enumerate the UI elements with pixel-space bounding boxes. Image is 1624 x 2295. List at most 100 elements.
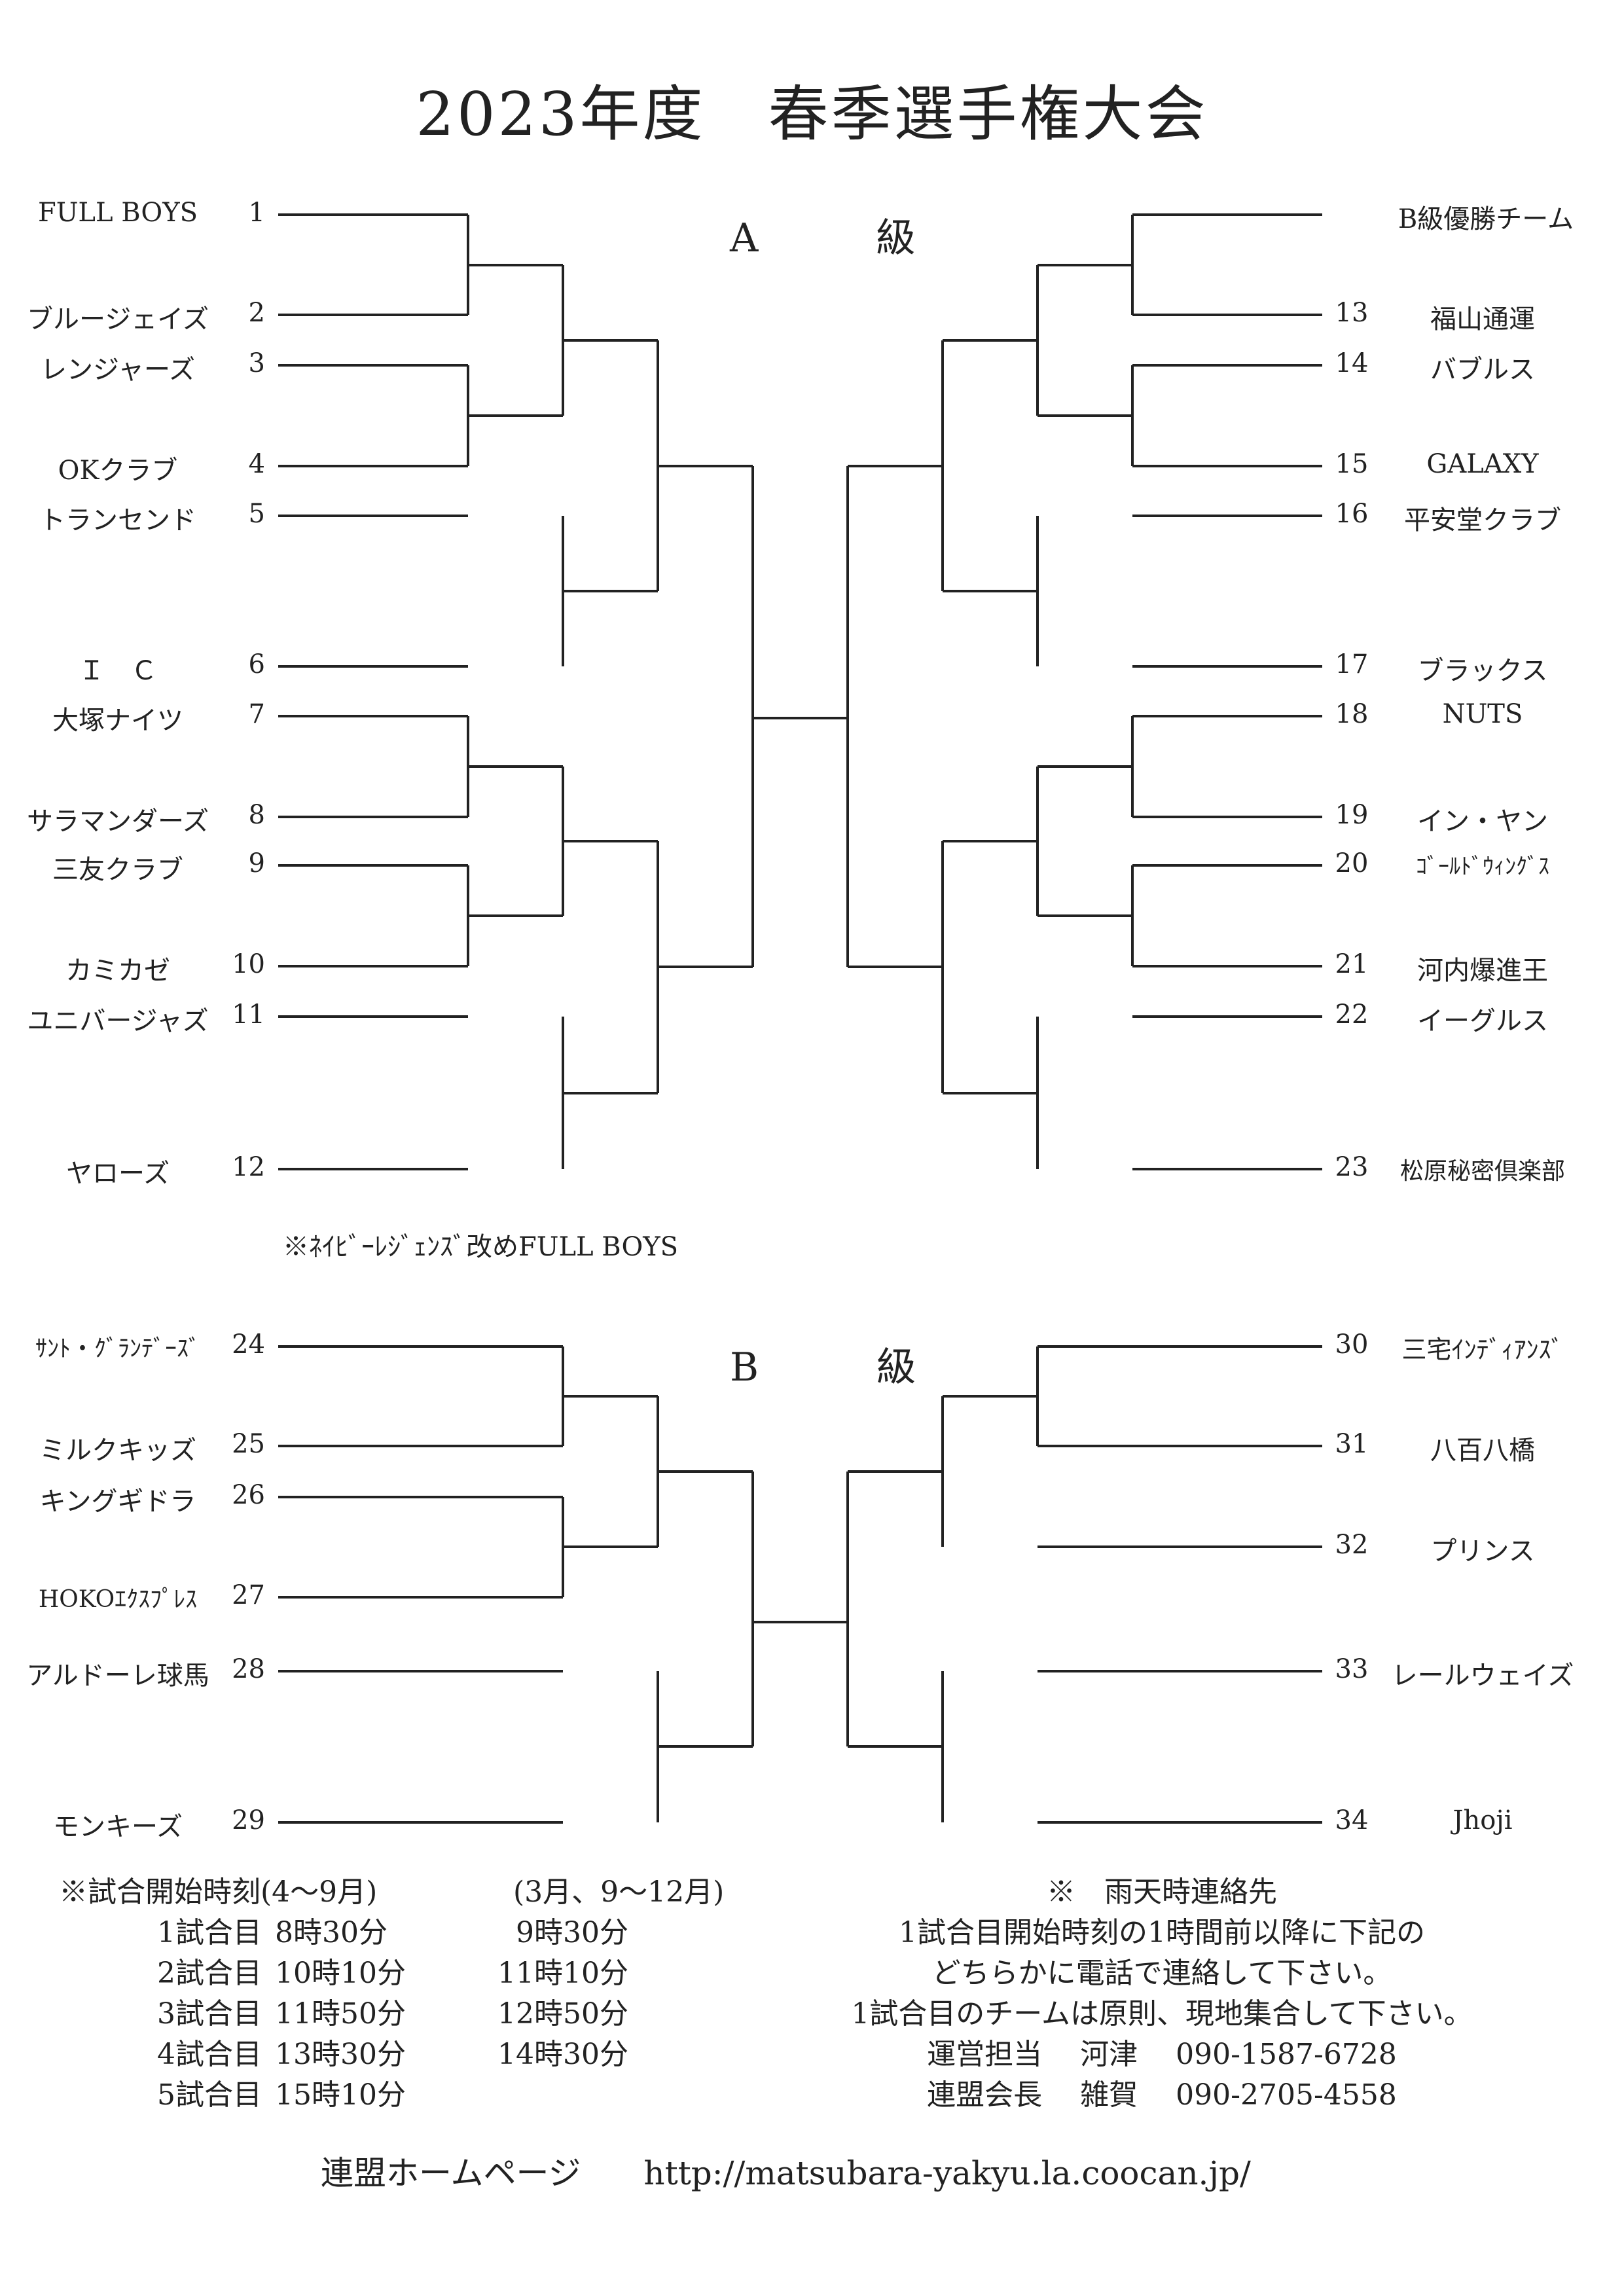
team-name-left: OKクラブ [58,456,178,486]
game-label: 3試合目 [157,1997,262,2031]
game-label: 1試合目 [157,1916,262,1949]
time-main: 10時10分 [275,1957,406,1990]
schedule-row: 1試合目 8時30分 9時30分 [59,1913,724,1953]
team-name-left: ブルージェイズ [27,304,209,334]
team-name-left: 大塚ナイツ [52,706,183,736]
team-number-left: 26 [232,1480,265,1510]
team-name-right: レールウェイズ [1391,1661,1574,1691]
time-main: 11時50分 [275,1997,406,2031]
game-label: 2試合目 [157,1957,262,1990]
team-name-left: キングギドラ [39,1487,196,1517]
schedule-row: 5試合目 15時10分 [59,2075,724,2116]
a-class-title: A 級 [730,215,955,261]
time-alt: 14時30分 [497,2038,628,2071]
schedule-row: 2試合目 10時10分 11時10分 [59,1953,724,1994]
team-number-right: 34 [1335,1805,1369,1835]
time-main: 8時30分 [275,1916,388,1949]
time-alt: 12時50分 [497,1997,628,2031]
time-main: 13時30分 [275,2038,406,2071]
team-name-left: 三友クラブ [52,855,183,885]
team-name-left: アルドーレ球馬 [26,1661,209,1691]
footer: 連盟ホームページ http://matsubara-yakyu.la.cooca… [321,2147,1251,2194]
team-name-right: ブラックス [1417,656,1548,686]
time-alt: 9時30分 [516,1916,628,1949]
time-main: 15時10分 [275,2078,406,2112]
team-name-right: 平安堂クラブ [1404,505,1561,535]
team-name-right: バブルス [1430,355,1535,385]
team-name-right: ｺﾞｰﾙﾄﾞｳｨﾝｸﾞｽ [1416,854,1549,880]
game-label: 4試合目 [157,2038,262,2071]
team-number-left: 12 [232,1152,265,1182]
team-name-right: 八百八橋 [1430,1436,1535,1466]
team-number-left: 1 [248,198,265,228]
team-name-left: モンキーズ [53,1812,183,1842]
team-name-right: イン・ヤン [1417,806,1548,837]
team-number-left: 3 [248,348,265,378]
team-number-right: 19 [1335,800,1369,830]
team-number-right: 23 [1335,1152,1369,1182]
team-name-right: イーグルス [1417,1006,1548,1036]
rain-contact: ※ 雨天時連絡先 1試合目開始時刻の1時間前以降に下記のどちらかに電話で連絡して下… [812,1872,1512,2116]
team-number-left: 27 [232,1580,265,1610]
team-number-right: 30 [1335,1329,1369,1360]
time-alt: 11時10分 [497,1957,628,1990]
team-name-right: 河内爆進王 [1417,956,1548,986]
team-name-right: プリンス [1430,1536,1535,1566]
contact-line: ※ 雨天時連絡先 [1047,1875,1277,1909]
schedule-header: ※試合開始時刻(4～9月) (3月、9～12月) [59,1872,724,1913]
team-number-left: 29 [232,1805,265,1835]
contact-line: 連盟会長 雑賀 090-2705-4558 [927,2078,1397,2112]
schedule-row: 4試合目 13時30分 14時30分 [59,2034,724,2075]
team-name-right: GALAXY [1426,449,1539,479]
team-number-left: 2 [248,298,265,328]
team-number-right: 13 [1335,298,1369,328]
team-name-left: トランセンド [39,505,196,535]
team-number-right: 14 [1335,348,1369,378]
contact-line: どちらかに電話で連絡して下さい。 [931,1957,1392,1990]
team-name-right: B級優勝チーム [1398,204,1574,234]
team-number-left: 28 [232,1654,265,1684]
game-label: 5試合目 [157,2078,262,2112]
team-number-left: 24 [232,1329,265,1360]
team-number-right: 17 [1335,649,1369,679]
team-number-right: 33 [1335,1654,1369,1684]
team-name-right: NUTS [1442,699,1523,729]
team-number-left: 11 [232,1000,265,1030]
rename-notice: ※ﾈｲﾋﾞｰﾚｼﾞｪﾝｽﾞ改めFULL BOYS [283,1232,679,1262]
team-name-left: ミルクキッズ [39,1436,196,1466]
team-number-left: 10 [232,949,265,979]
team-name-left: FULL BOYS [37,198,198,228]
game-schedule: ※試合開始時刻(4～9月) (3月、9～12月) 1試合目 8時30分 9時30分 2… [59,1872,724,2116]
bracket-lines [278,213,1322,1824]
team-name-left: レンジャーズ [41,355,195,385]
team-number-right: 16 [1335,499,1369,529]
contact-line: 運営担当 河津 090-1587-6728 [927,2038,1397,2071]
schedule-row: 3試合目 11時50分 12時50分 [59,1994,724,2034]
team-name-right: Jhoji [1453,1805,1513,1835]
team-name-right: 福山通運 [1430,304,1535,334]
homepage-label: 連盟ホームページ [321,2154,581,2192]
team-number-left: 6 [248,649,265,679]
team-name-left: ｻﾝﾄ・ｸﾞﾗﾝﾃﾞｰｽﾞ [35,1335,200,1362]
schedule-header-main: ※試合開始時刻(4～9月) [59,1875,378,1909]
contact-line: 1試合目のチームは原則、現地集合して下さい。 [851,1997,1473,2031]
b-class-title: B 級 [730,1345,956,1390]
team-number-right: 21 [1335,949,1369,979]
homepage-url[interactable]: http://matsubara-yakyu.la.coocan.jp/ [643,2154,1251,2192]
team-name-right: 松原秘密倶楽部 [1399,1158,1565,1185]
team-name-right: 三宅ｲﾝﾃﾞｨｱﾝｽﾞ [1401,1335,1564,1364]
team-number-left: 5 [248,499,265,529]
team-name-left: Ｉ Ｃ [79,656,157,686]
team-number-left: 9 [248,848,265,878]
team-name-left: サラマンダーズ [27,806,209,837]
team-number-left: 7 [248,699,265,729]
team-number-left: 8 [248,800,265,830]
page-title: 2023年度 春季選手権大会 [416,79,1208,149]
team-number-right: 22 [1335,1000,1369,1030]
schedule-header-alt: (3月、9～12月) [513,1875,725,1909]
team-number-right: 31 [1335,1429,1369,1459]
team-name-left: HOKOｴｸｽﾌﾟﾚｽ [38,1586,198,1613]
team-name-left: ユニバージャズ [27,1006,209,1036]
contact-line: 1試合目開始時刻の1時間前以降に下記の [899,1916,1425,1949]
